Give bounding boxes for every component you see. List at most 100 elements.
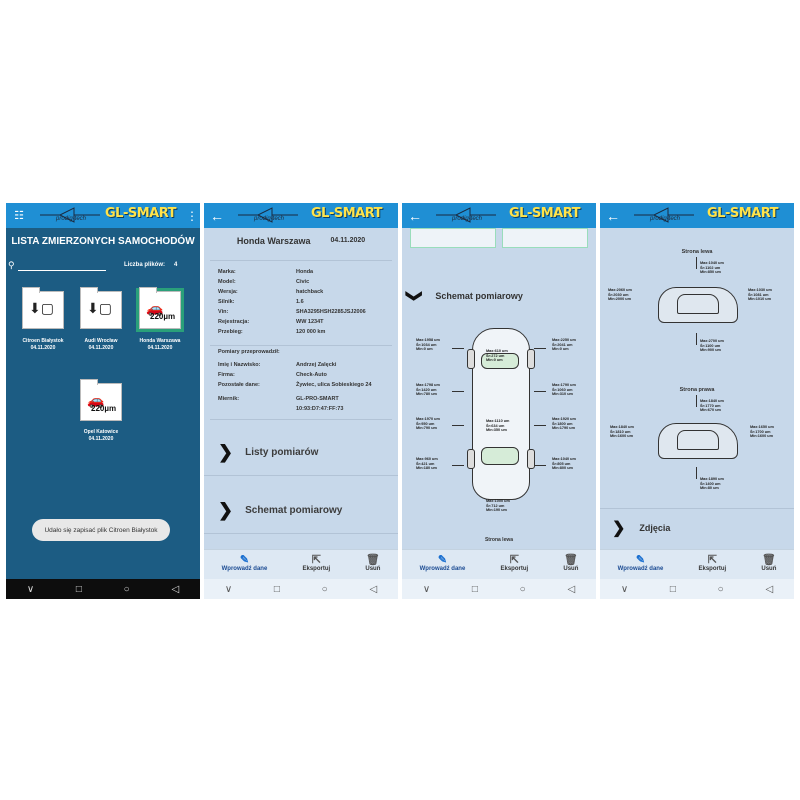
nav-recent-icon[interactable]: □ <box>471 583 478 595</box>
section-photos[interactable]: ❯ Zdjęcia <box>600 508 794 546</box>
delete-button[interactable]: 🗑Usuń <box>365 554 381 572</box>
input-data-button[interactable]: ✎Wprowadź dane <box>617 554 664 572</box>
folder-item[interactable]: ⬇▢ <box>80 287 122 329</box>
side-label: Strona lewa <box>484 537 514 543</box>
logo-triangle-icon <box>40 207 100 223</box>
field-row: 10:93:D7:47:FF:73 <box>296 406 344 412</box>
app-title: GL-SMART <box>706 206 779 221</box>
car-icon: 🚗 <box>87 392 105 408</box>
field-row: Model:Civic <box>218 279 310 285</box>
nav-home-icon[interactable]: ○ <box>123 583 130 595</box>
trash-icon: 🗑 <box>365 554 380 566</box>
system-nav: ∨ □ ○ ◁ <box>402 579 596 599</box>
folder-item-selected[interactable]: 🚗 220µm <box>136 287 184 332</box>
section-scheme-expanded[interactable]: ❯ Schemat pomiarowy <box>405 289 523 303</box>
measured-by-heading: Pomiary przeprowadził: <box>218 349 280 355</box>
nav-back-icon[interactable]: ◁ <box>171 583 180 595</box>
car-top-view <box>467 328 535 500</box>
action-bar: ✎Wprowadź dane ⇱Eksportuj 🗑Usuń <box>204 549 398 579</box>
nav-recent-icon[interactable]: □ <box>273 583 280 595</box>
system-nav: ∨ □ ○ ◁ <box>6 579 200 599</box>
brand-text: prodig-tech <box>452 216 483 222</box>
search-bar[interactable]: ⚲ Liczba plików: 4 <box>6 260 200 272</box>
pencil-icon: ✎ <box>239 554 250 566</box>
grid-menu-icon[interactable]: ☷ <box>14 210 24 222</box>
app-title: GL-SMART <box>508 206 581 221</box>
field-row: Rejestracja:WW 1234T <box>218 319 324 325</box>
export-button[interactable]: ⇱Eksportuj <box>500 554 529 572</box>
folder-item[interactable]: 🚗 220µm <box>80 379 122 421</box>
screen-car-list: ☷ prodig-tech GL-SMART ⋮ LISTA ZMIERZONY… <box>6 203 200 599</box>
nav-recent-icon[interactable]: □ <box>669 583 676 595</box>
nav-recent-icon[interactable]: □ <box>75 583 82 595</box>
app-logo: prodig-tech GL-SMART <box>224 203 392 228</box>
export-icon: ⇱ <box>509 554 519 566</box>
input-data-button[interactable]: ✎Wprowadź dane <box>221 554 268 572</box>
action-bar: ✎Wprowadź dane ⇱Eksportuj 🗑Usuń <box>600 549 794 579</box>
app-logo: prodig-tech GL-SMART <box>422 203 590 228</box>
back-arrow-icon[interactable]: ← <box>408 207 422 224</box>
input-data-button[interactable]: ✎Wprowadź dane <box>419 554 466 572</box>
folder-item[interactable]: ⬇▢ <box>22 287 64 329</box>
nav-back-icon[interactable]: ◁ <box>567 583 576 595</box>
export-button[interactable]: ⇱Eksportuj <box>698 554 727 572</box>
pencil-icon: ✎ <box>635 554 646 566</box>
nav-down-icon[interactable]: ∨ <box>224 583 233 595</box>
screen-side-scheme: ← prodig-tech GL-SMART Strona lewa Max:1… <box>600 203 794 599</box>
download-doc-icon: ⬇▢ <box>87 300 112 316</box>
back-arrow-icon[interactable]: ← <box>606 207 620 224</box>
nav-home-icon[interactable]: ○ <box>321 583 328 595</box>
delete-button[interactable]: 🗑Usuń <box>563 554 579 572</box>
more-vert-icon[interactable]: ⋮ <box>186 208 198 223</box>
chevron-down-icon: ❯ <box>405 289 423 303</box>
nav-back-icon[interactable]: ◁ <box>765 583 774 595</box>
app-logo: prodig-tech GL-SMART <box>620 203 788 228</box>
app-title: GL-SMART <box>104 206 177 221</box>
nav-down-icon[interactable]: ∨ <box>620 583 629 595</box>
search-input[interactable] <box>18 270 106 271</box>
app-bar: ← prodig-tech GL-SMART <box>600 203 794 228</box>
section-measurement-scheme[interactable]: ❯ Schemat pomiarowy <box>204 488 398 534</box>
export-button[interactable]: ⇱Eksportuj <box>302 554 331 572</box>
trash-icon: 🗑 <box>761 554 776 566</box>
chevron-right-icon: ❯ <box>612 519 626 537</box>
app-bar: ← prodig-tech GL-SMART <box>204 203 398 228</box>
screen-car-details: ← prodig-tech GL-SMART Honda Warszawa 04… <box>204 203 398 599</box>
delete-button[interactable]: 🗑Usuń <box>761 554 777 572</box>
nav-down-icon[interactable]: ∨ <box>422 583 431 595</box>
logo-triangle-icon <box>238 207 298 223</box>
nav-home-icon[interactable]: ○ <box>717 583 724 595</box>
search-icon[interactable]: ⚲ <box>8 260 15 270</box>
car-icon: 🚗 <box>146 300 164 316</box>
nav-down-icon[interactable]: ∨ <box>26 583 35 595</box>
export-icon: ⇱ <box>707 554 717 566</box>
summary-cards <box>410 228 588 248</box>
left-side-label: Strona lewa <box>681 249 713 255</box>
field-row: Imię i Nazwisko:Andrzej Zalęcki <box>218 362 337 368</box>
field-row: Silnik:1.6 <box>218 299 304 305</box>
section-measurements-list[interactable]: ❯ Listy pomiarów <box>204 430 398 476</box>
right-side-label: Strona prawa <box>679 387 715 393</box>
brand-text: prodig-tech <box>254 216 285 222</box>
back-arrow-icon[interactable]: ← <box>210 207 224 224</box>
field-row: Marka:Honda <box>218 269 314 275</box>
field-row: Firma:Check-Auto <box>218 372 327 378</box>
nav-home-icon[interactable]: ○ <box>519 583 526 595</box>
files-count: 4 <box>174 262 178 268</box>
export-icon: ⇱ <box>311 554 321 566</box>
nav-back-icon[interactable]: ◁ <box>369 583 378 595</box>
page-title: LISTA ZMIERZONYCH SAMOCHODÓW <box>11 236 195 247</box>
trash-icon: 🗑 <box>563 554 578 566</box>
